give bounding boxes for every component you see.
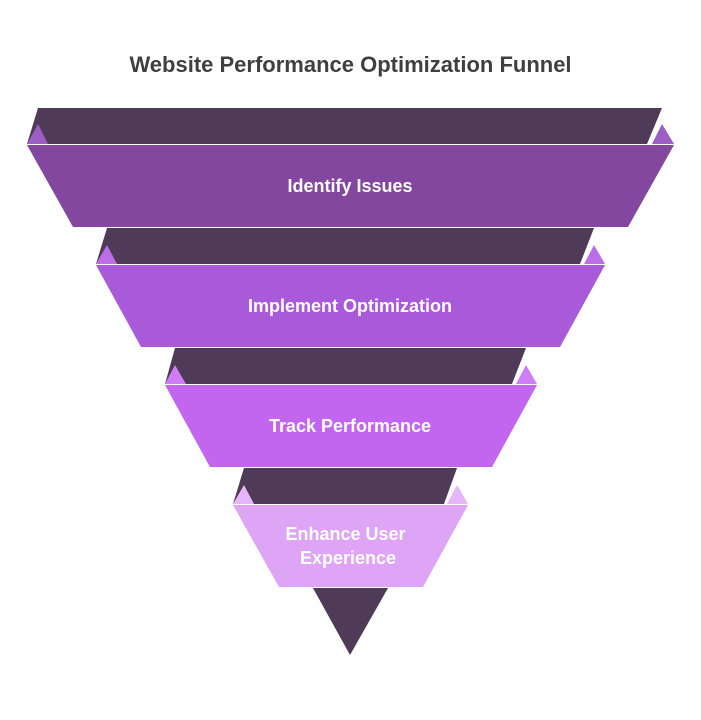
funnel-band-main-3 [165,385,537,467]
funnel-band-main-1 [27,145,674,227]
funnel-wing-right-1 [652,124,674,144]
diagram-title: Website Performance Optimization Funnel [129,52,572,77]
stage-label-implement-optimization: Implement Optimization [248,296,452,316]
funnel-band-main-4 [233,505,468,587]
funnel-band-dark-2 [96,228,594,264]
stage-label-line: Enhance User [285,524,405,544]
funnel-wing-left-3 [165,365,186,384]
funnel-wing-right-3 [516,365,537,384]
funnel-tip [313,588,388,655]
stage-label-track-performance: Track Performance [269,416,431,436]
funnel-band-dark-4 [233,468,457,504]
funnel-wing-right-4 [447,485,468,504]
funnel-wing-right-2 [584,245,605,264]
funnel-stage-identify-issues: Identify Issues [27,108,674,227]
funnel-wing-left-4 [233,485,254,504]
stage-label-line: Track Performance [269,416,431,436]
stage-label-line: Implement Optimization [248,296,452,316]
funnel-wing-left-2 [96,245,117,264]
funnel-wing-left-1 [27,124,48,144]
funnel-stage-track-performance: Track Performance [165,348,537,467]
stage-label-line: Experience [300,548,396,568]
funnel-stage-implement-optimization: Implement Optimization [96,228,605,347]
funnel-band-main-2 [96,265,605,347]
stage-label-identify-issues: Identify Issues [287,176,412,196]
stage-label-enhance-user-experience: Enhance User Experience [285,524,410,568]
funnel-stage-enhance-user-experience: Enhance User Experience [233,468,468,587]
stage-label-line: Identify Issues [287,176,412,196]
funnel-band-dark-3 [165,348,526,384]
funnel-band-dark-1 [27,108,662,144]
